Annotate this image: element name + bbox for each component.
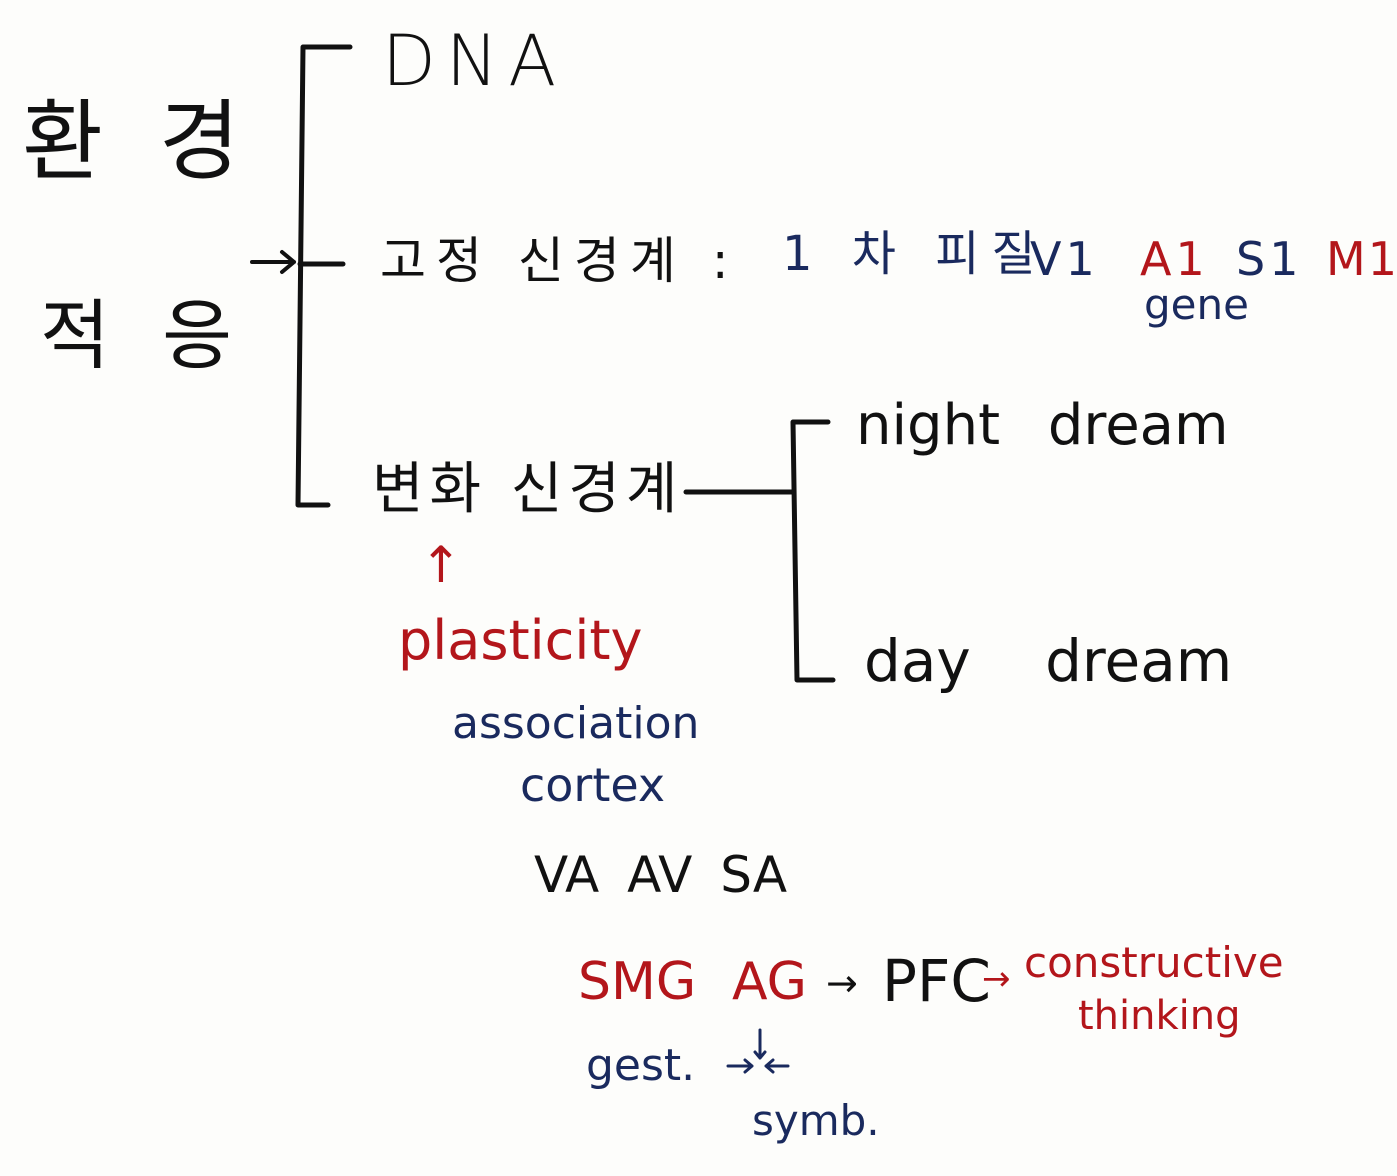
plasticity-arrow: ↑ <box>420 536 462 594</box>
association-areas: VA AV SA <box>534 846 788 904</box>
gest-note: gest. <box>586 1040 696 1091</box>
area-m1: M1 <box>1326 232 1397 286</box>
day-dream: day dream <box>864 627 1233 695</box>
symb-note: symb. <box>752 1096 880 1145</box>
thinking-label: thinking <box>1078 993 1241 1039</box>
area-s1: S1 <box>1236 232 1303 286</box>
night-dream: night dream <box>856 393 1229 458</box>
gene-note: gene <box>1144 280 1249 329</box>
primary-cortex-label: 1 차 피질 <box>782 226 1048 282</box>
main-bracket <box>295 44 353 508</box>
area-v1: V1 <box>1030 232 1099 286</box>
dream-bracket <box>790 419 836 683</box>
area-a1: A1 <box>1140 232 1209 286</box>
arrow-to-pfc: → <box>826 961 858 1005</box>
branch-changing-nervous-system: 변화 신경계 <box>372 457 684 522</box>
arrow-to-thinking: → <box>982 959 1011 999</box>
root-line-2: 적 응 <box>40 291 246 380</box>
root-line-1: 환 경 <box>22 90 254 193</box>
branch-dna: DNA <box>382 20 567 102</box>
ag-label: AG <box>732 952 807 1012</box>
root-arrow <box>250 250 296 274</box>
pfc-label: PFC <box>882 947 991 1015</box>
constructive-label: constructive <box>1024 938 1284 987</box>
branch-fixed-nervous-system: 고정 신경계 : <box>380 232 739 290</box>
smg-label: SMG <box>578 952 697 1012</box>
plasticity-label: plasticity <box>398 609 643 672</box>
converge-arrows <box>726 1028 790 1074</box>
cortex-label: cortex <box>520 758 666 812</box>
association-label: association <box>452 698 700 749</box>
